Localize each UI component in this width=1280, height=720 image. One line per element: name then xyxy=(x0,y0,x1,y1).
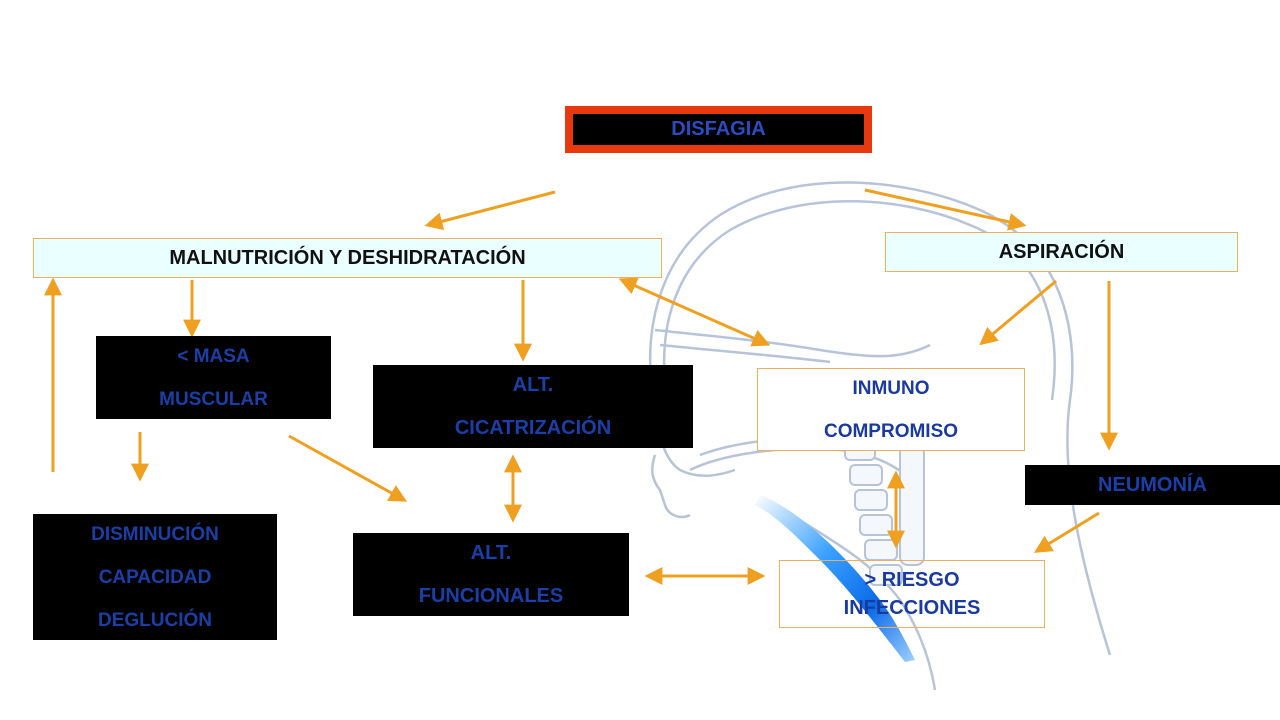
node-riesgo-line1: > RIESGO xyxy=(864,569,960,591)
node-riesgo: > RIESGO INFECCIONES xyxy=(779,560,1045,628)
node-aspiracion-label: ASPIRACIÓN xyxy=(998,241,1125,263)
node-masa-muscular-line1: < MASA xyxy=(177,345,250,367)
node-funcionales-line1: ALT. xyxy=(470,541,512,564)
throat-highlight xyxy=(755,495,915,662)
node-inmuno: INMUNO COMPROMISO xyxy=(757,368,1025,451)
node-masa-muscular-line2: MUSCULAR xyxy=(159,388,268,410)
arrow-malnutricion-inmuno xyxy=(618,277,771,347)
node-malnutricion-label: MALNUTRICIÓN Y DESHIDRATACIÓN xyxy=(169,247,526,269)
node-aspiracion: ASPIRACIÓN xyxy=(885,232,1238,272)
arrow-masa-funcionales xyxy=(288,434,408,502)
title-box: DISFAGIA xyxy=(565,106,872,153)
node-deglucion-line3: DEGLUCIÓN xyxy=(98,609,212,631)
node-neumonia-label: NEUMONÍA xyxy=(1098,474,1207,496)
arrow-disfagia-aspiracion xyxy=(864,188,1027,231)
node-cicatrizacion: ALT. CICATRIZACIÓN xyxy=(373,365,693,448)
node-deglucion-line2: CAPACIDAD xyxy=(98,566,212,588)
arrow-neumonia-riesgo xyxy=(1033,511,1100,553)
diagram-title: DISFAGIA xyxy=(573,114,864,145)
node-deglucion: DISMINUCIÓN CAPACIDAD DEGLUCIÓN xyxy=(33,514,277,640)
node-riesgo-line2: INFECCIONES xyxy=(843,597,981,619)
arrow-disfagia-malnutricion xyxy=(424,190,556,231)
node-malnutricion: MALNUTRICIÓN Y DESHIDRATACIÓN xyxy=(33,238,662,278)
node-deglucion-line1: DISMINUCIÓN xyxy=(91,523,219,545)
node-funcionales-line2: FUNCIONALES xyxy=(418,584,564,607)
node-inmuno-line1: INMUNO xyxy=(852,377,930,399)
node-funcionales: ALT. FUNCIONALES xyxy=(353,533,629,616)
node-masa-muscular: < MASA MUSCULAR xyxy=(96,336,331,419)
arrow-aspiracion-inmuno xyxy=(979,279,1057,346)
node-cicatrizacion-line1: ALT. xyxy=(512,373,554,396)
node-inmuno-line2: COMPROMISO xyxy=(823,420,959,442)
node-cicatrizacion-line2: CICATRIZACIÓN xyxy=(454,416,612,439)
node-neumonia: NEUMONÍA xyxy=(1025,465,1280,505)
